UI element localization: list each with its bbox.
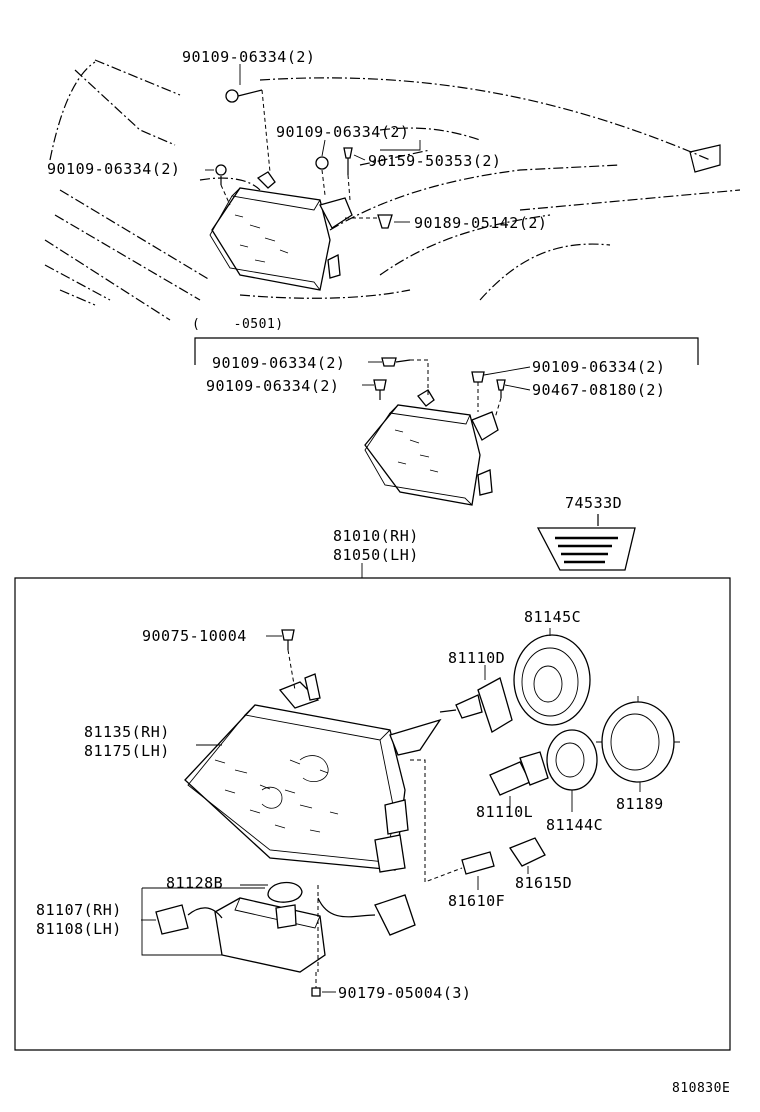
top-fasteners (215, 89, 393, 229)
cover-81145c (513, 628, 591, 726)
main-headlamp (184, 673, 442, 873)
label-mid-bolt-left-a: 90109-06334(2) (212, 354, 345, 372)
socket-81615d (509, 837, 546, 874)
figure-code: 810830E (672, 1081, 730, 1096)
label-top-screw: 90159-50353(2) (368, 152, 501, 170)
label-mid-screw-right: 90467-08180(2) (532, 381, 665, 399)
label-top-bolt-mid: 90109-06334(2) (276, 123, 409, 141)
label-top-bolt-upper: 90109-06334(2) (182, 48, 315, 66)
callout-labels: 90109-06334(2) 90109-06334(2) 90109-0633… (36, 48, 730, 1096)
label-plate-number: 74533D (565, 494, 622, 512)
label-bulb-81110l: 81110L (476, 803, 533, 821)
label-assy-lh: 81050(LH) (333, 546, 419, 564)
label-ballast-rh: 81107(RH) (36, 901, 122, 919)
main-leaders (196, 744, 268, 886)
bulb-81110d (439, 665, 513, 733)
vehicle-body-outline (44, 59, 741, 321)
label-screw-90075: 90075-10004 (142, 627, 247, 645)
label-socket-81144c: 81144C (546, 816, 603, 834)
label-mid-bolt-right: 90109-06334(2) (532, 358, 665, 376)
label-top-nut: 90189-05142(2) (414, 214, 547, 232)
label-mid-bolt-left-b: 90109-06334(2) (206, 377, 339, 395)
label-gasket-81128b: 81128B (166, 874, 223, 892)
ballast-assembly (141, 881, 416, 997)
period-bracket (194, 337, 699, 365)
label-socket-81615d: 81615D (515, 874, 572, 892)
label-lens-lh: 81175(LH) (84, 742, 170, 760)
top-headlamp (209, 171, 353, 291)
label-period-note: ( -0501) (192, 317, 284, 332)
label-cover-81189: 81189 (616, 795, 664, 813)
socket-81144c (546, 729, 598, 812)
label-cover-81145c: 81145C (524, 608, 581, 626)
label-plate (536, 514, 636, 571)
bulb-81110l (489, 751, 549, 808)
label-screw-90179: 90179-05004(3) (338, 984, 471, 1002)
assembly-box (14, 563, 731, 1051)
screw-90075 (266, 629, 296, 691)
middle-headlamp (362, 357, 531, 506)
rear-dash-leaders (410, 759, 463, 883)
label-bulb-81110d: 81110D (448, 649, 505, 667)
label-assy-rh: 81010(RH) (333, 527, 419, 545)
top-leaders (205, 64, 421, 223)
label-lens-rh: 81135(RH) (84, 723, 170, 741)
label-bulb-81610f: 81610F (448, 892, 505, 910)
cover-81189 (596, 696, 680, 792)
label-top-bolt-left: 90109-06334(2) (47, 160, 180, 178)
label-ballast-lh: 81108(LH) (36, 920, 122, 938)
bulb-81610f (461, 851, 495, 890)
